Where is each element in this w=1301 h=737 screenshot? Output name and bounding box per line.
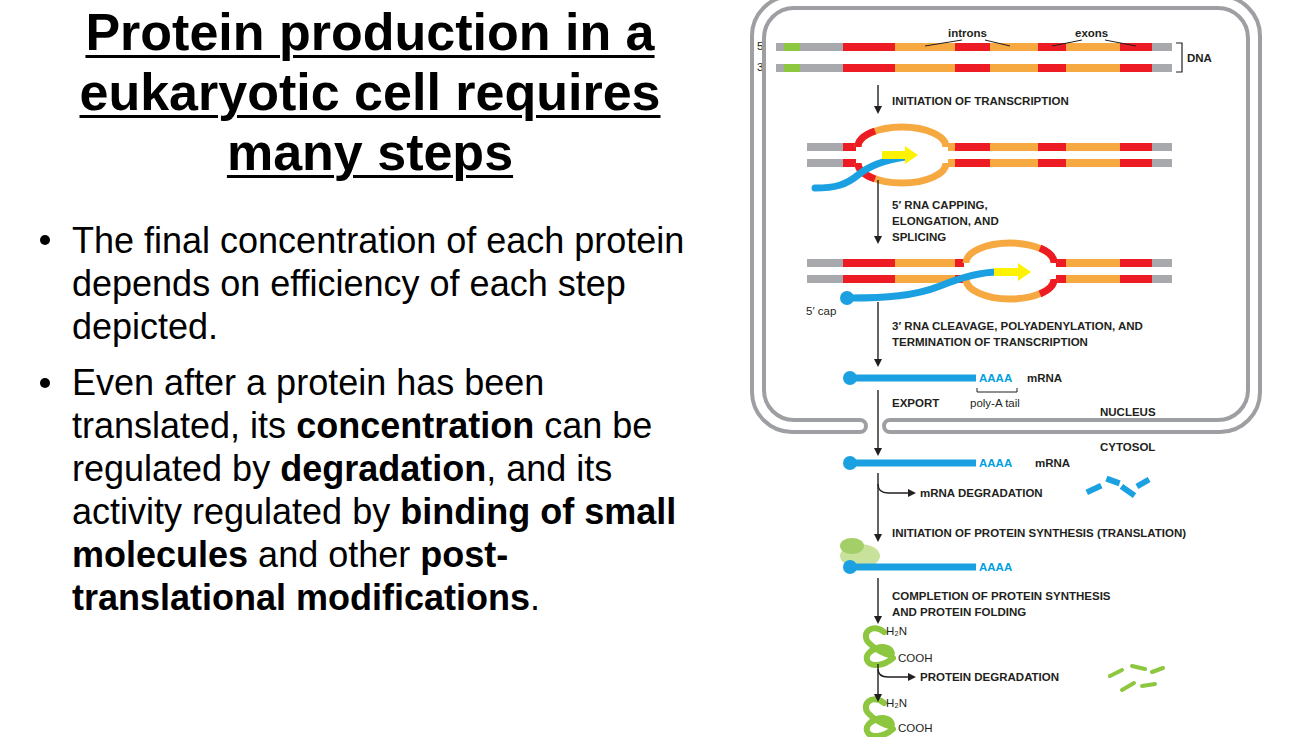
rna-strand: [815, 157, 905, 188]
leader-line: [1052, 40, 1136, 46]
part-label: mRNA: [1027, 371, 1062, 385]
step-label: INITIATION OF PROTEIN SYNTHESIS (TRANSLA…: [892, 526, 1186, 540]
poly-a: AAAA: [979, 371, 1012, 385]
terminus-label: COOH: [898, 721, 933, 735]
mrna-fragment: [1135, 477, 1150, 489]
step-arrow: [877, 578, 878, 622]
step-label: INITIATION OF TRANSCRIPTION: [892, 94, 1069, 108]
part-label: 5′ cap: [806, 304, 836, 318]
terminus-label: H₂N: [886, 696, 907, 710]
mrna-fragment: [1120, 484, 1137, 498]
mrna-fragment: [1085, 483, 1102, 495]
polymerase-arrow: [882, 146, 918, 164]
step-arrow: [877, 180, 878, 242]
bullet-dot: [40, 378, 50, 388]
rna-strand: [850, 272, 998, 298]
part-label: mRNA: [1035, 456, 1070, 470]
poly-a-bracket: [977, 388, 1017, 392]
protein-fragments: [1110, 666, 1163, 690]
mrna-strand: [850, 375, 976, 382]
part-label: DNA: [1187, 51, 1212, 65]
poly-a: AAAA: [979, 456, 1012, 470]
mrna-strand: [850, 564, 976, 571]
step-label: EXPORT: [892, 396, 939, 410]
transcription-bubble: [858, 127, 946, 147]
mrna-fragments: [1085, 476, 1150, 498]
step-label: COMPLETION OF PROTEIN SYNTHESIS AND PROT…: [892, 588, 1132, 620]
protein-fragment: [1152, 668, 1163, 672]
step-arrow: [877, 302, 878, 365]
dna-bracket: [1176, 43, 1182, 72]
nucleus-envelope: NUCLEUS: [748, 0, 1264, 440]
slide-title: Protein production in a eukaryotic cell …: [40, 2, 700, 182]
bubble-gap: [964, 254, 1056, 286]
membrane-outline: [748, 0, 1264, 440]
dna-strand: [776, 43, 1172, 51]
bullet-segment: .: [530, 577, 540, 618]
step-label: mRNA DEGRADATION: [920, 486, 1043, 500]
protein-fragment: [1110, 670, 1122, 676]
step-label: 3′ RNA CLEAVAGE, POLYADENYLATION, AND TE…: [892, 318, 1147, 350]
transcription-bubble: [1040, 248, 1054, 263]
bullet-text: Even after a protein has been translated…: [72, 361, 702, 619]
terminus-label: COOH: [898, 651, 933, 665]
mrna-fragment: [1105, 476, 1120, 486]
step-label: PROTEIN DEGRADATION: [920, 670, 1059, 684]
rna-cap: [840, 291, 854, 305]
compartment-label: NUCLEUS: [1100, 405, 1156, 419]
part-label: poly-A tail: [970, 396, 1020, 410]
dna-strand: [776, 64, 1172, 72]
protein-fragment: [1142, 684, 1155, 686]
transcription-bubble: [858, 131, 875, 147]
protein-fragment: [1132, 666, 1145, 669]
step-arrow: [877, 390, 878, 454]
poly-a: AAAA: [979, 560, 1012, 574]
compartment-label: CYTOSOL: [1100, 440, 1155, 454]
bold-term: degradation: [280, 448, 486, 489]
branch-arrow: [878, 484, 914, 493]
region-label: introns: [948, 26, 987, 40]
nuclear-membrane: [752, 0, 1260, 432]
bullet-text: The final concentration of each protein …: [72, 219, 702, 348]
transcription-bubble: [1040, 279, 1054, 294]
branch-arrow: [878, 669, 914, 677]
bullet-dot: [40, 235, 50, 245]
step-arrow: [877, 85, 878, 112]
step-label: 5′ RNA CAPPING, ELONGATION, AND SPLICING: [892, 197, 1002, 245]
polymerase-arrow: [994, 263, 1031, 281]
transcription-bubble: [966, 279, 1054, 299]
bullet-segment: and other: [258, 534, 410, 575]
terminus-label: H₂N: [886, 624, 907, 638]
bullet-segment: The final concentration of each protein …: [72, 220, 684, 347]
spacer: [874, 540, 882, 542]
step-arrow: [877, 473, 878, 540]
mrna-strand: [850, 460, 976, 467]
region-label: exons: [1075, 26, 1108, 40]
transcription-bubble: [966, 243, 1054, 263]
ribosome: [840, 538, 864, 554]
bold-term: concentration: [296, 405, 534, 446]
protein-fragment: [1122, 683, 1134, 690]
leader-line: [925, 40, 1010, 46]
